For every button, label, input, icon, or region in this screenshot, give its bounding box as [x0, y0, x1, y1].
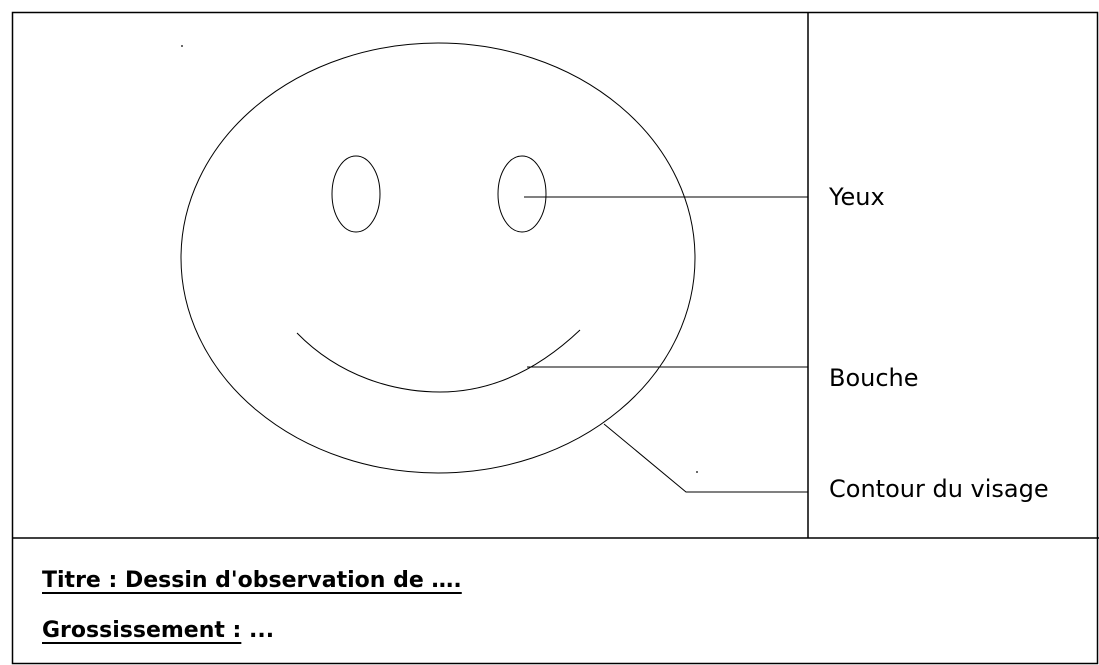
caption-magnification: Grossissement : ... — [42, 620, 274, 642]
outer-border — [13, 13, 1098, 664]
stray-dot — [696, 471, 698, 473]
face-outline — [181, 43, 695, 473]
mouth — [297, 330, 580, 392]
label-eyes: Yeux — [829, 185, 885, 209]
caption-title: Titre : Dessin d'observation de …. — [42, 570, 462, 592]
label-mouth: Bouche — [829, 366, 919, 390]
stray-dot — [181, 45, 183, 47]
face-outline-pointer-line — [604, 424, 808, 492]
caption-title-text: Titre : Dessin d'observation de …. — [42, 568, 462, 593]
right-eye — [498, 156, 546, 232]
magnification-label: Grossissement : — [42, 618, 241, 643]
magnification-value: ... — [249, 618, 274, 643]
label-face-outline: Contour du visage — [829, 477, 1049, 501]
left-eye — [332, 156, 380, 232]
